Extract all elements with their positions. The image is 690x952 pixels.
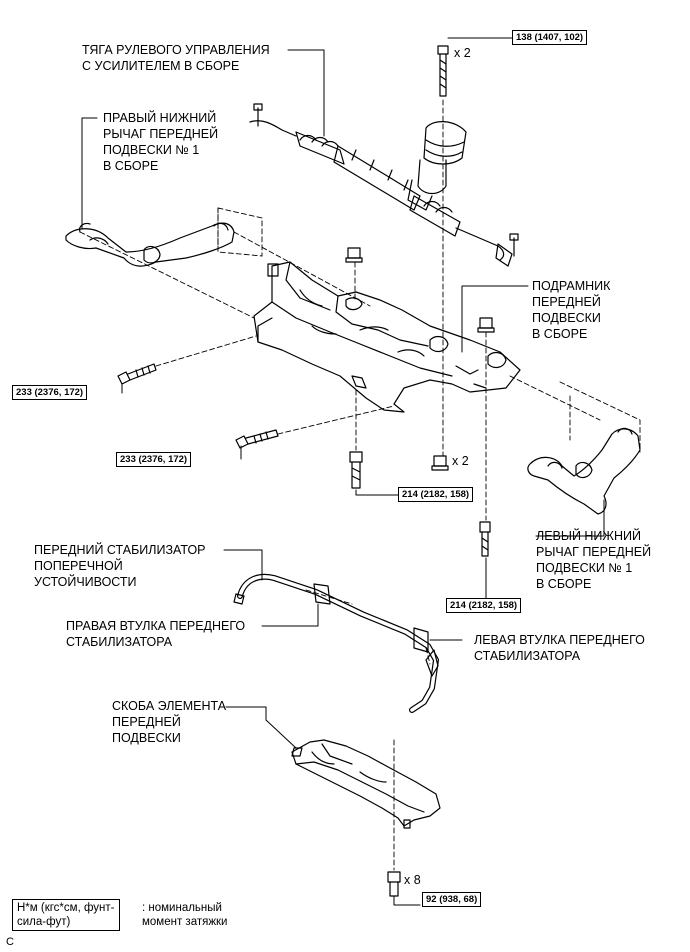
label-left-bushing: ЛЕВАЯ ВТУЛКА ПЕРЕДНЕГО СТАБИЛИЗАТОРА [474, 633, 645, 663]
quantity-brace-bolts: x 8 [404, 873, 421, 887]
subframe [253, 261, 521, 413]
torque-spec-subframe-bolt-4: 214 (2182, 158) [446, 598, 522, 613]
right-lower-arm [65, 222, 235, 267]
alignment-lines [79, 99, 641, 871]
leader-lines [81, 37, 605, 906]
legend-unit-box: Н*м (кгс*см, фунт- сила-фут) [12, 899, 120, 931]
label-steering-rack: ТЯГА РУЛЕВОГО УПРАВЛЕНИЯ С УСИЛИТЕЛЕМ В … [82, 43, 270, 73]
torque-spec-subframe-bolt-3: 214 (2182, 158) [398, 487, 474, 502]
stabilizer-bar [233, 573, 439, 713]
legend-meaning: : номинальный момент затяжки [142, 902, 228, 928]
quantity-top-bolt: x 2 [454, 46, 471, 60]
left-lower-arm [527, 427, 641, 515]
torque-spec-subframe-bolt-2: 233 (2376, 172) [116, 452, 192, 467]
label-member-brace: СКОБА ЭЛЕМЕНТА ПЕРЕДНЕЙ ПОДВЕСКИ [112, 699, 227, 745]
torque-spec-brace-bolt: 92 (938, 68) [422, 892, 482, 907]
label-right-bushing: ПРАВАЯ ВТУЛКА ПЕРЕДНЕГО СТАБИЛИЗАТОРА [66, 619, 246, 649]
corner-mark: C [6, 936, 14, 948]
label-subframe: ПОДРАМНИК ПЕРЕДНЕЙ ПОДВЕСКИ В СБОРЕ [532, 279, 611, 341]
label-left-lower-arm: ЛЕВЫЙ НИЖНИЙ РЫЧАГ ПЕРЕДНЕЙ ПОДВЕСКИ № 1… [536, 529, 652, 591]
label-right-lower-arm: ПРАВЫЙ НИЖНИЙ РЫЧАГ ПЕРЕДНЕЙ ПОДВЕСКИ № … [103, 111, 219, 173]
label-stabilizer-bar: ПЕРЕДНИЙ СТАБИЛИЗАТОР ПОПЕРЕЧНОЙ УСТОЙЧИ… [34, 543, 206, 589]
fasteners [117, 45, 495, 897]
torque-spec-subframe-bolt-1: 233 (2376, 172) [12, 385, 88, 400]
steering-rack [249, 103, 519, 267]
torque-spec-steering-bolt: 138 (1407, 102) [512, 30, 588, 45]
member-brace [291, 739, 441, 829]
quantity-nut: x 2 [452, 454, 469, 468]
